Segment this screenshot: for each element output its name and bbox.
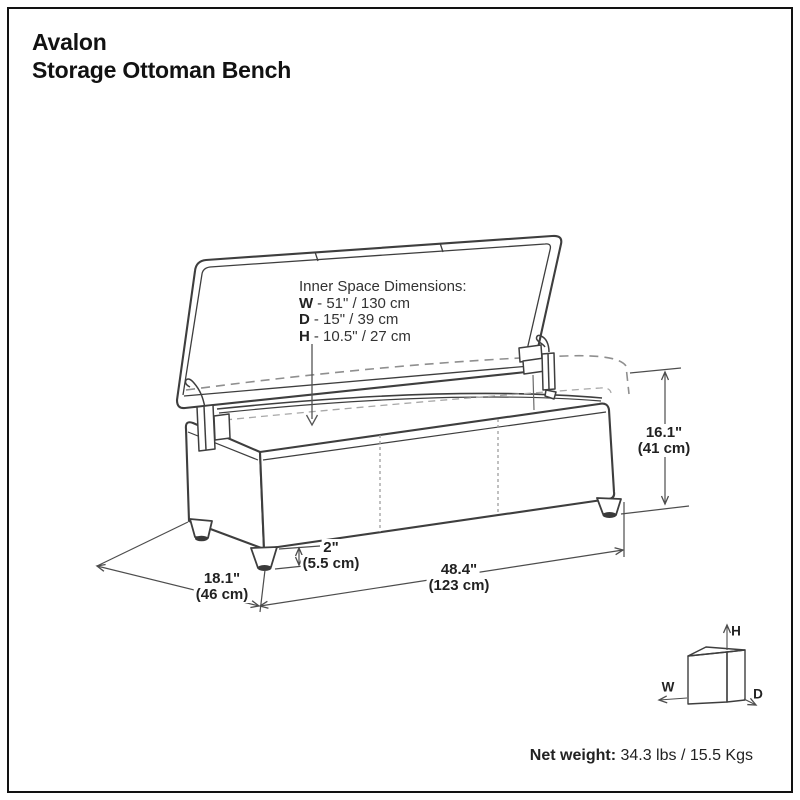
inner-dims-value-h: - 10.5" / 27 cm (313, 327, 411, 345)
hidden-back-rim-dashed (185, 354, 630, 395)
depth-imperial: 18.1" (201, 570, 243, 587)
hinge-arm (184, 378, 206, 409)
inner-dims-row-depth: D- 15" / 39 cm (299, 311, 467, 329)
hinge-bracket-line (203, 405, 207, 451)
inner-dims-key-h: H (299, 327, 310, 345)
front-face-piping-seam (262, 411, 607, 461)
leg-back-left (189, 518, 213, 539)
back-rim-edge (216, 392, 603, 410)
height-metric: (41 cm) (635, 440, 693, 457)
depth-metric: (46 cm) (193, 586, 251, 603)
net-weight-value: 34.3 lbs / 15.5 Kgs (620, 747, 753, 764)
strut-wire (535, 334, 550, 353)
orientation-cube (659, 625, 756, 705)
leg-foot-back-left (195, 535, 208, 542)
cube-front-face (687, 651, 728, 705)
inner-dims-row-width: W- 51" / 130 cm (299, 294, 467, 313)
height-dimension-label: 16.1" (41 cm) (635, 424, 693, 457)
ext-line-left (96, 521, 189, 567)
hinge-side-plate (213, 413, 231, 441)
leg-height-imperial: 2" (321, 539, 341, 556)
net-weight: Net weight: 34.3 lbs / 15.5 Kgs (530, 747, 753, 765)
cube-width-axis-arrow (659, 698, 688, 700)
leg-height-metric: (5.5 cm) (300, 555, 362, 572)
strut-body-line (547, 352, 550, 390)
legs (189, 497, 622, 571)
inner-space-arrow (305, 344, 319, 427)
hinge-bracket (196, 404, 216, 452)
depth-dimension-label: 18.1" (46 cm) (193, 570, 251, 603)
hinge-mount-line (532, 374, 535, 411)
cube-right-face (726, 649, 746, 703)
lid-outline (175, 234, 563, 410)
inner-dims-key-d: D (299, 311, 310, 328)
inner-dims-value-w: - 51" / 130 cm (317, 294, 411, 312)
ext-line-bottom (620, 505, 690, 515)
bench-front-face (258, 402, 616, 551)
inner-dims-row-height: H- 10.5" / 27 cm (299, 327, 467, 346)
height-imperial: 16.1" (643, 424, 685, 441)
product-title-line1: Avalon (32, 29, 107, 55)
cube-depth-axis-arrow (743, 699, 756, 705)
lid-bottom-inner-edge (183, 365, 531, 397)
inner-space-dimensions: Inner Space Dimensions: W- 51" / 130 cm … (299, 278, 467, 346)
width-imperial: 48.4" (438, 561, 480, 578)
lid-seam-tick-2 (439, 242, 444, 253)
leg-foot-front-right (602, 512, 617, 518)
cube-depth-label: D (753, 686, 763, 702)
cube-width-label: W (661, 679, 675, 695)
product-title: Avalon Storage Ottoman Bench (32, 28, 291, 84)
product-title-line2: Storage Ottoman Bench (32, 57, 292, 83)
lid-edge-inner-line (182, 243, 552, 396)
back-rim-inner-edge (218, 396, 602, 414)
lid-hinge-left (184, 378, 231, 452)
strut-foot (544, 389, 557, 400)
inner-dims-key-w: W (299, 294, 314, 312)
net-weight-label: Net weight: (529, 747, 617, 764)
inner-dims-value-d: - 15" / 39 cm (313, 311, 399, 328)
arrow-head-down-icon (305, 414, 319, 427)
lid-hinge-right (518, 334, 557, 400)
ext-line-top (629, 367, 682, 374)
width-metric: (123 cm) (426, 577, 492, 594)
width-dimension-label: 48.4" (123 cm) (426, 561, 492, 594)
lid (175, 234, 563, 410)
cube-height-label: H (731, 623, 741, 639)
leg-front-left (250, 546, 278, 569)
leg-height-dimension-label: 2" (5.5 cm) (300, 539, 362, 572)
inner-dims-heading: Inner Space Dimensions: (299, 278, 467, 295)
lid-seam-tick-1 (314, 251, 319, 262)
